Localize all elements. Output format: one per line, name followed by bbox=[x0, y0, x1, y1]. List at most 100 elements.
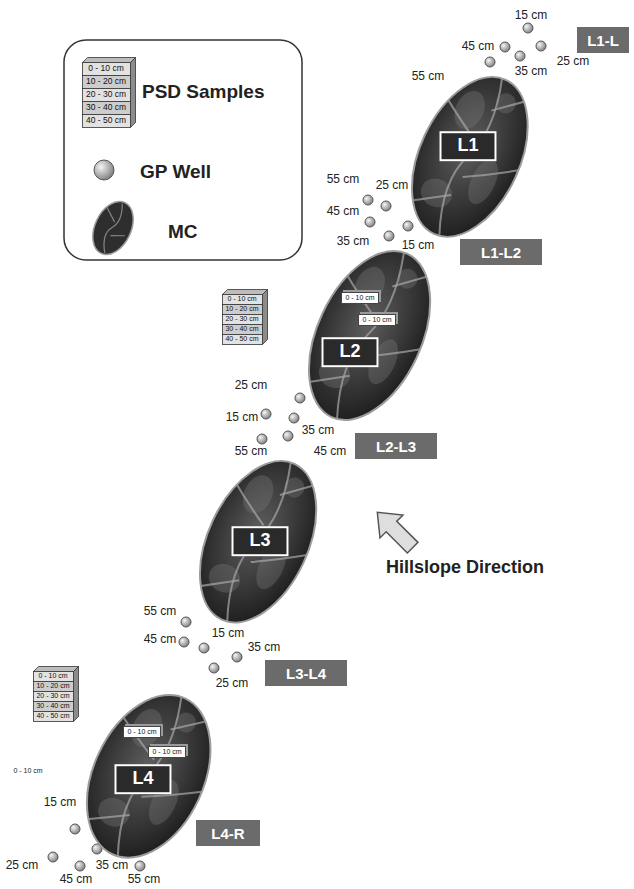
transect-tag: L1-L2 bbox=[460, 239, 542, 265]
gp-well bbox=[523, 23, 533, 33]
hillslope-arrow bbox=[366, 501, 424, 559]
depth-interval: 30 - 40 cm bbox=[33, 701, 73, 711]
depth-label: 55 cm bbox=[327, 173, 360, 186]
depth-label: 25 cm bbox=[6, 859, 39, 872]
stack-row bbox=[34, 692, 74, 702]
tab-text: 0 - 10 cm bbox=[345, 294, 374, 302]
depth-interval: 30 - 40 cm bbox=[222, 324, 262, 334]
gp-well bbox=[365, 217, 375, 227]
psd-sample-stack: 0 - 10 cm10 - 20 cm20 - 30 cm30 - 40 cm4… bbox=[33, 666, 79, 722]
mc-swatch bbox=[85, 195, 141, 261]
depth-label: 15 cm bbox=[44, 796, 77, 809]
mc-fill bbox=[285, 231, 455, 438]
gp-well bbox=[403, 221, 413, 231]
gp-well bbox=[289, 413, 299, 423]
gp-well bbox=[536, 41, 546, 51]
stack-row bbox=[83, 89, 131, 102]
root-branch bbox=[280, 472, 318, 508]
root-branch bbox=[393, 262, 433, 300]
stack-top bbox=[34, 667, 79, 672]
tab-text: 0 - 10 cm bbox=[152, 748, 181, 756]
tab-text: 0 - 10 cm bbox=[127, 728, 156, 736]
root-branch bbox=[330, 268, 389, 318]
root-branch bbox=[325, 250, 413, 419]
depth-label: 55 cm bbox=[128, 873, 161, 886]
stack-row bbox=[83, 115, 131, 128]
legend-swatch bbox=[94, 160, 114, 180]
depth-label: 55 cm bbox=[412, 70, 445, 83]
depth-interval: 10 - 20 cm bbox=[222, 304, 262, 314]
sample-tab: 0 - 10 cm bbox=[148, 746, 185, 758]
depth-label: 25 cm bbox=[557, 55, 590, 68]
legend-text: GP Well bbox=[140, 162, 211, 183]
transect-tag: L4-R bbox=[196, 820, 260, 846]
legend-text: MC bbox=[168, 222, 198, 243]
stack-row bbox=[83, 63, 131, 76]
depth-label: 45 cm bbox=[314, 445, 347, 458]
stack-row bbox=[83, 76, 131, 89]
transect-tag: L1-L bbox=[577, 27, 629, 53]
depth-interval: 30 - 40 cm bbox=[82, 101, 130, 114]
stack-row bbox=[223, 295, 263, 305]
gp-well bbox=[384, 231, 394, 241]
depth-interval: 40 - 50 cm bbox=[222, 334, 262, 344]
tag-text: L2-L3 bbox=[376, 438, 416, 455]
mc-fill bbox=[63, 675, 235, 877]
depth-label: 0 - 10 cm bbox=[13, 767, 42, 775]
mc-label: L2 bbox=[321, 337, 378, 367]
transect-tag: L2-L3 bbox=[355, 433, 437, 459]
tag-text: L4-R bbox=[211, 825, 244, 842]
depth-label: 15 cm bbox=[226, 411, 259, 424]
depth-label: 45 cm bbox=[462, 40, 495, 53]
stack-side bbox=[131, 58, 136, 128]
tag-text: L1-L bbox=[587, 32, 619, 49]
psd-sample-stack: 0 - 10 cm10 - 20 cm20 - 30 cm30 - 40 cm4… bbox=[222, 289, 268, 345]
mc-label: L4 bbox=[114, 764, 171, 794]
legend-text: PSD Samples bbox=[142, 82, 265, 103]
gp-well bbox=[199, 643, 209, 653]
depth-label: 35 cm bbox=[248, 641, 281, 654]
tag-text: L1-L2 bbox=[481, 244, 521, 261]
gp-well bbox=[295, 393, 305, 403]
depth-interval: 10 - 20 cm bbox=[82, 75, 130, 88]
depth-label: 25 cm bbox=[216, 677, 249, 690]
gp-well bbox=[257, 434, 267, 444]
sample-tab: 0 - 10 cm bbox=[341, 292, 378, 304]
gp-well bbox=[135, 861, 145, 871]
depth-interval: 10 - 20 cm bbox=[33, 681, 73, 691]
stack-row bbox=[223, 335, 263, 345]
depth-interval: 40 - 50 cm bbox=[82, 114, 130, 127]
stack-side bbox=[263, 290, 268, 345]
stack-top bbox=[223, 290, 268, 295]
depth-label: 45 cm bbox=[60, 873, 93, 886]
gp-well bbox=[500, 42, 510, 52]
depth-label: 35 cm bbox=[96, 859, 129, 872]
depth-interval: 0 - 10 cm bbox=[82, 62, 130, 75]
mc-oval: L4 0 - 10 cm 0 - 10 cm bbox=[87, 695, 210, 858]
direction-label: Hillslope Direction bbox=[386, 558, 544, 578]
depth-label: 45 cm bbox=[144, 633, 177, 646]
mc-oval: L2 0 - 10 cm 0 - 10 cm bbox=[309, 251, 430, 420]
root-branch bbox=[89, 199, 136, 258]
gp-well bbox=[261, 409, 271, 419]
depth-label: 15 cm bbox=[515, 9, 548, 22]
mc-fill bbox=[176, 443, 339, 641]
stack-row bbox=[34, 712, 74, 722]
gp-well bbox=[283, 431, 293, 441]
depth-label: 25 cm bbox=[235, 379, 268, 392]
depth-interval: 0 - 10 cm bbox=[222, 294, 262, 304]
gp-well bbox=[209, 663, 219, 673]
gp-well bbox=[75, 861, 85, 871]
stack-row bbox=[223, 325, 263, 335]
stack-row bbox=[223, 305, 263, 315]
mc-outline bbox=[389, 59, 551, 255]
stack-side bbox=[74, 667, 79, 722]
depth-label: 15 cm bbox=[402, 239, 435, 252]
root-branch bbox=[220, 478, 276, 526]
gp-well bbox=[232, 652, 242, 662]
gp-well bbox=[381, 201, 391, 211]
sample-tab: 0 - 10 cm bbox=[358, 314, 395, 326]
stack-top bbox=[83, 58, 136, 63]
depth-label: 35 cm bbox=[515, 65, 548, 78]
sample-tab: 0 - 10 cm bbox=[123, 726, 160, 738]
